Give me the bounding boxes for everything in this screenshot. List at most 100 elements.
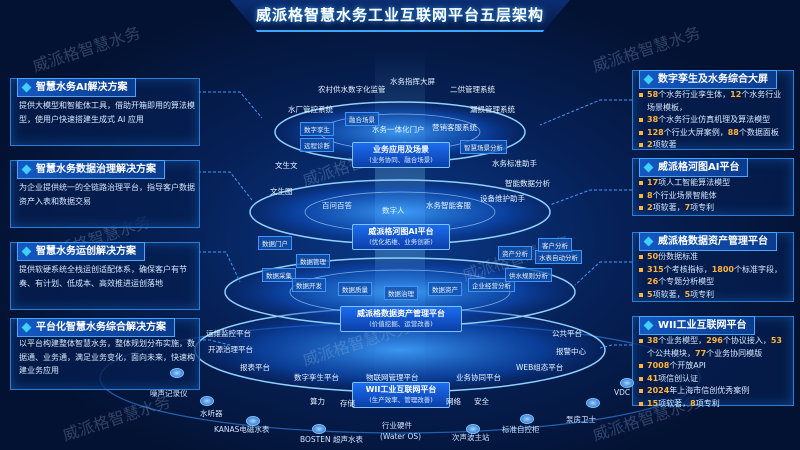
panel-ai-solution: 智慧水务AI解决方案 提供大模型和智能体工具，借助开箱即用的算法模型，使用户快速… bbox=[10, 78, 200, 146]
device-label: 泵房卫士 bbox=[566, 415, 596, 424]
device-label: 行业硬件 bbox=[382, 421, 412, 430]
feature-text: 个协议接入， bbox=[722, 336, 771, 345]
device-icon bbox=[170, 368, 184, 378]
panel-title: 智慧水务运创解决方案 bbox=[17, 242, 145, 261]
data-chip: 数据资产 bbox=[428, 282, 462, 296]
feature-text: 个公共模块， bbox=[647, 348, 695, 358]
data-chip: 数据采集 bbox=[262, 268, 296, 282]
feature-item: 38个水务行业仿真机理及算法模型 bbox=[639, 114, 789, 127]
ai-node: 水务智能客服 bbox=[426, 201, 471, 210]
device-label: 次声波主站 bbox=[452, 433, 490, 442]
feature-text: 项专利 bbox=[690, 289, 715, 299]
feature-number: 26 bbox=[647, 277, 659, 286]
feature-item: 2024年上海市信创优秀案例 bbox=[639, 385, 789, 398]
feature-text: 份数据标准 bbox=[658, 252, 699, 261]
feature-item: 15项软著，8项专利 bbox=[639, 398, 789, 411]
app-chip: 融合场景 bbox=[345, 112, 379, 126]
ai-node: 设备维护助手 bbox=[480, 194, 525, 203]
data-chip: 数据管理 bbox=[296, 254, 330, 268]
app-node: 营销客服系统 bbox=[432, 123, 477, 132]
feature-text: 个数据面板 bbox=[738, 127, 779, 137]
device-icon bbox=[620, 378, 634, 388]
feature-number: 7 bbox=[684, 203, 691, 212]
feature-text: 个考核指标， bbox=[663, 264, 712, 274]
device-label: KANAS电磁水表 bbox=[214, 425, 270, 434]
feature-number: 1800 bbox=[711, 264, 734, 274]
feature-text: 项专利 bbox=[695, 398, 720, 408]
layer-subtitle: (价值挖掘、运营改善) bbox=[369, 320, 433, 328]
panel-title: 智慧水务AI解决方案 bbox=[17, 78, 137, 97]
feature-number: 38 bbox=[647, 115, 659, 124]
ai-node: 智能数据分析 bbox=[505, 179, 550, 188]
feature-number: 77 bbox=[695, 348, 707, 358]
wii-node: 数字孪生平台 bbox=[294, 373, 339, 382]
layer-subtitle: (业务协同、融合场景) bbox=[369, 156, 433, 164]
title-banner bbox=[230, 0, 570, 32]
panel-text: 提供大模型和智能体工具，借助开箱即用的算法模型，使用户快速搭建生成式 AI 应用 bbox=[19, 101, 195, 124]
wii-node: 运维监控平台 bbox=[206, 329, 251, 338]
feature-text: 项软著， bbox=[652, 289, 685, 299]
feature-number: 41 bbox=[647, 373, 659, 383]
wii-node: 网络 bbox=[446, 397, 461, 406]
device-icon bbox=[246, 416, 260, 426]
panel-text: 以平台构建整体智慧水务，整体规划分布实施，数据通、业务通，满足业务变化，面向未来… bbox=[19, 339, 195, 375]
layer-label-app: 业务应用及场景 (业务协同、融合场景) bbox=[352, 142, 450, 168]
wii-node: 算力 bbox=[310, 397, 325, 406]
feature-item: 2项软著，7项专利 bbox=[639, 202, 789, 215]
ai-node: 百问百答 bbox=[322, 201, 352, 210]
wii-node: 开源治理平台 bbox=[208, 345, 253, 354]
app-chip: 智慧场景分析 bbox=[460, 140, 507, 154]
feature-text: 个水务行业孪生体， bbox=[658, 90, 731, 99]
layer-title: 威派格数据资产管理平台 bbox=[357, 309, 445, 318]
panel-title: 威派格数据资产管理平台 bbox=[639, 232, 777, 251]
device-label: VDC bbox=[614, 388, 631, 397]
feature-item: 2项软著 bbox=[639, 139, 789, 152]
feature-item: 7008个开放API bbox=[639, 360, 789, 373]
data-chip: 企业经营分析 bbox=[468, 278, 515, 292]
panel-title: 数字孪生及水务综合大屏 bbox=[639, 70, 777, 89]
wii-node: WEB组态平台 bbox=[516, 363, 564, 372]
feature-number: 88 bbox=[727, 127, 739, 137]
feature-text: 个专题分析模型 bbox=[658, 277, 715, 286]
wii-node: 业务协同平台 bbox=[456, 373, 501, 382]
wii-node: 报表平台 bbox=[240, 363, 270, 372]
data-chip: 数据质量 bbox=[338, 282, 372, 296]
feature-number: 5 bbox=[684, 289, 691, 299]
device-icon bbox=[200, 396, 214, 406]
data-chip: 资产分析 bbox=[498, 246, 532, 260]
data-chip: 客户分析 bbox=[538, 238, 572, 252]
panel-wii: WII工业互联网平台 38个业务模型，296个协议接入，53个公共模块，77个业… bbox=[632, 316, 794, 408]
device-label: BOSTEN 超声水表 bbox=[300, 435, 363, 444]
feature-text: 个行业场景智能体 bbox=[652, 190, 717, 200]
feature-text: 个开放API bbox=[669, 361, 706, 370]
device-icon bbox=[520, 414, 534, 424]
app-node: 水厂管控系统 bbox=[288, 105, 333, 114]
feature-text: 个水务行业场景模板， bbox=[647, 90, 782, 112]
app-node: 二供管理系统 bbox=[450, 85, 495, 94]
panel-platform-solution: 平台化智慧水务综合解决方案 以平台构建整体智慧水务，整体规划分布实施，数据通、业… bbox=[10, 318, 200, 390]
feature-number: 128 bbox=[647, 127, 664, 137]
feature-text: 个业务协同模版 bbox=[706, 348, 763, 358]
panel-title: 威派格河图AI平台 bbox=[639, 158, 749, 177]
feature-item: 5项软著，5项专利 bbox=[639, 289, 789, 302]
feature-number: 12 bbox=[730, 90, 742, 99]
feature-number: 38 bbox=[647, 336, 659, 345]
app-chip: 数字孪生 bbox=[300, 122, 334, 136]
feature-text: 项软著， bbox=[652, 203, 685, 212]
data-chip: 数据开发 bbox=[292, 278, 326, 292]
feature-text: 项软著， bbox=[658, 398, 691, 408]
feature-text: 项人工智能算法模型 bbox=[658, 178, 731, 187]
device-label: 噪声记录仪 bbox=[150, 389, 188, 398]
wii-node: 物联网管理平台 bbox=[366, 373, 419, 382]
data-chip: 水表自动分析 bbox=[535, 250, 582, 264]
layer-label-data: 威派格数据资产管理平台 (价值挖掘、运营改善) bbox=[340, 306, 462, 332]
ai-node: 数字人 bbox=[382, 206, 405, 215]
feature-number: 58 bbox=[647, 90, 659, 99]
